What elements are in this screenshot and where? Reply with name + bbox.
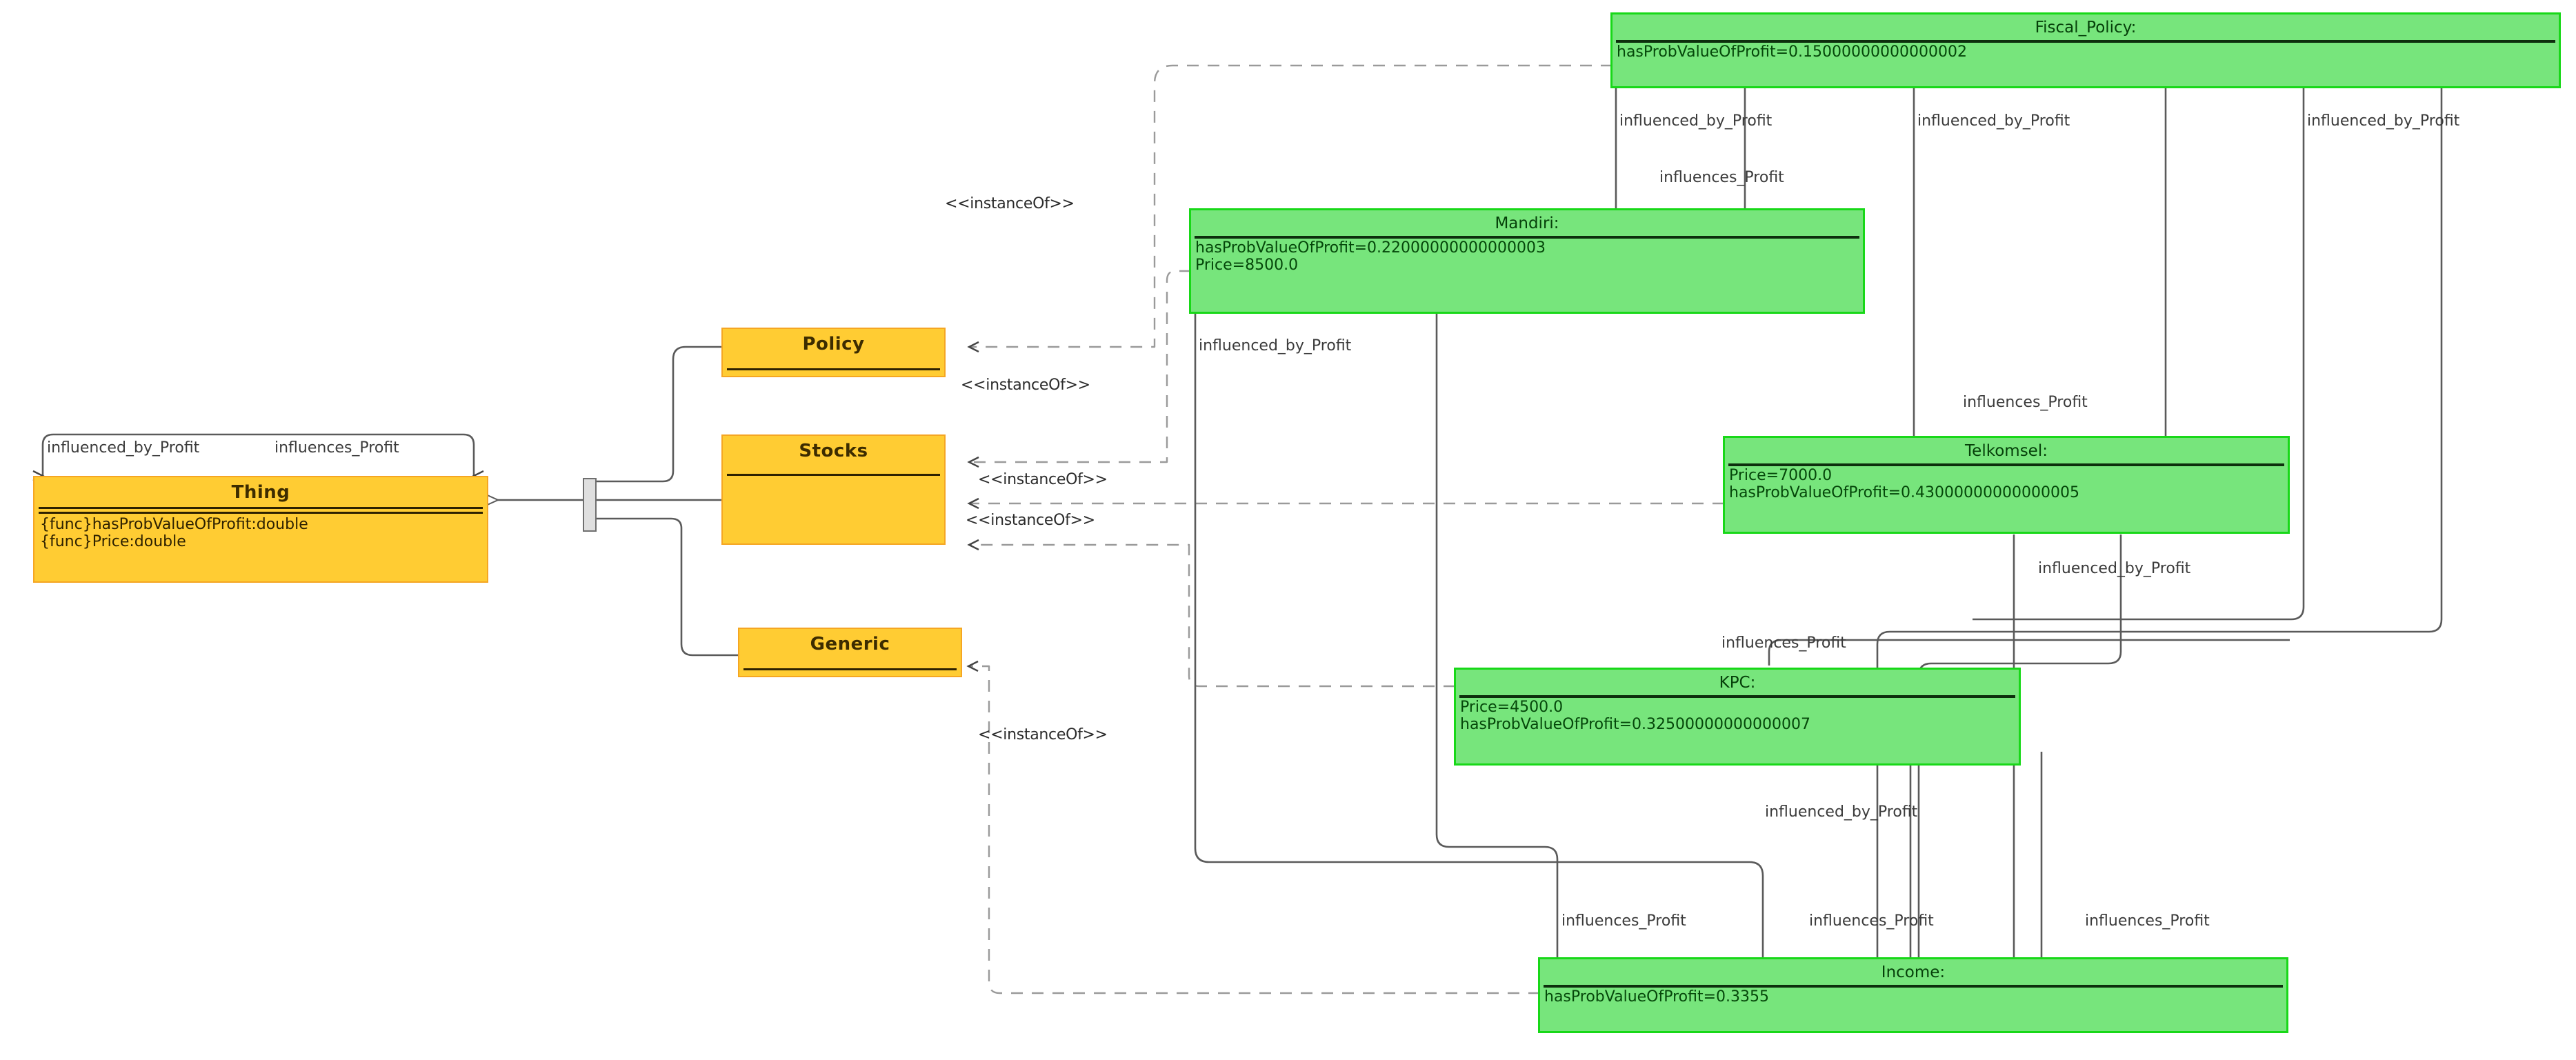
class-title: Stocks xyxy=(799,441,868,461)
class-box-policy[interactable]: Policy xyxy=(721,328,946,377)
object-box-income[interactable]: Income: hasProbValueOfProfit=0.3355 xyxy=(1538,957,2288,1033)
object-title: KPC: xyxy=(1719,674,1756,692)
object-title: Fiscal_Policy: xyxy=(2035,19,2137,37)
class-title: Thing xyxy=(231,482,290,503)
edge-label-mandiri-influenced-by-profit: influenced_by_Profit xyxy=(1199,337,1352,354)
class-title-separator xyxy=(727,474,940,476)
stereotype-label-instance-of-kpc: <<instanceOf>> xyxy=(966,512,1095,529)
edge-label-income-influences-profit-2: influences_Profit xyxy=(1809,912,1934,930)
class-box-thing[interactable]: Thing {func}hasProbValueOfProfit:double … xyxy=(33,476,488,583)
edge-label-kpc-influences-profit: influences_Profit xyxy=(1721,634,1846,652)
object-title-separator xyxy=(1544,985,2283,988)
edge-label-thing-influences-profit: influences_Profit xyxy=(274,439,399,457)
stereotype-label-instance-of-telkomsel: <<instanceOf>> xyxy=(978,471,1108,488)
generalization-junction-bar xyxy=(583,478,597,532)
object-slots: Price=4500.0 hasProbValueOfProfit=0.3250… xyxy=(1460,699,1810,733)
class-attributes xyxy=(739,670,961,676)
edge-label-fiscal-policy-influences-profit-1: influences_Profit xyxy=(1659,169,1784,186)
class-attributes: {func}hasProbValueOfProfit:double {func}… xyxy=(40,516,308,550)
edge-label-fiscal-policy-influenced-by-profit-2: influenced_by_Profit xyxy=(1917,112,2070,130)
object-slots: hasProbValueOfProfit=0.3355 xyxy=(1544,988,1770,1006)
object-box-telkomsel[interactable]: Telkomsel: Price=7000.0 hasProbValueOfPr… xyxy=(1723,436,2290,534)
object-slots: hasProbValueOfProfit=0.22000000000000003… xyxy=(1195,239,1546,274)
object-title: Income: xyxy=(1881,963,1946,981)
edge-label-fiscal-policy-influences-profit-2: influences_Profit xyxy=(1963,394,2088,411)
edge-label-income-influences-profit-1: influences_Profit xyxy=(1561,912,1686,930)
object-box-mandiri[interactable]: Mandiri: hasProbValueOfProfit=0.22000000… xyxy=(1189,208,1865,314)
class-box-generic[interactable]: Generic xyxy=(738,628,962,677)
class-title: Policy xyxy=(802,334,865,354)
edge-label-income-influences-profit-3: influences_Profit xyxy=(2085,912,2210,930)
edge-label-thing-influenced-by-profit: influenced_by_Profit xyxy=(47,439,200,457)
class-title-separator xyxy=(39,507,483,509)
class-box-stocks[interactable]: Stocks xyxy=(721,434,946,545)
edge-label-telkomsel-influenced-by-profit: influenced_by_Profit xyxy=(2038,560,2191,577)
stereotype-label-instance-of-mandiri: <<instanceOf>> xyxy=(961,377,1090,394)
stereotype-label-instance-of-fiscal-policy: <<instanceOf>> xyxy=(945,195,1075,212)
object-slots: hasProbValueOfProfit=0.15000000000000002 xyxy=(1617,43,1967,61)
object-box-kpc[interactable]: KPC: Price=4500.0 hasProbValueOfProfit=0… xyxy=(1454,668,2021,766)
object-title: Telkomsel: xyxy=(1965,442,2048,460)
edge-label-kpc-influenced-by-profit: influenced_by_Profit xyxy=(1765,803,1918,821)
class-attribute-separator xyxy=(39,512,483,514)
class-attributes xyxy=(723,476,944,481)
object-title-separator xyxy=(1728,463,2284,466)
object-title-separator xyxy=(1195,236,1859,239)
class-title-separator xyxy=(727,368,940,370)
object-title-separator xyxy=(1459,695,2015,698)
class-attributes xyxy=(723,370,944,376)
object-box-fiscal-policy[interactable]: Fiscal_Policy: hasProbValueOfProfit=0.15… xyxy=(1610,12,2561,88)
class-title-separator xyxy=(743,668,957,670)
stereotype-label-instance-of-income: <<instanceOf>> xyxy=(978,726,1108,743)
object-title-separator xyxy=(1616,40,2555,43)
object-slots: Price=7000.0 hasProbValueOfProfit=0.4300… xyxy=(1729,467,2079,501)
edge-label-fiscal-policy-influenced-by-profit-3: influenced_by_Profit xyxy=(2307,112,2460,130)
edge-label-fiscal-policy-influenced-by-profit-1: influenced_by_Profit xyxy=(1619,112,1773,130)
class-title: Generic xyxy=(810,634,890,654)
object-title: Mandiri: xyxy=(1495,214,1559,232)
